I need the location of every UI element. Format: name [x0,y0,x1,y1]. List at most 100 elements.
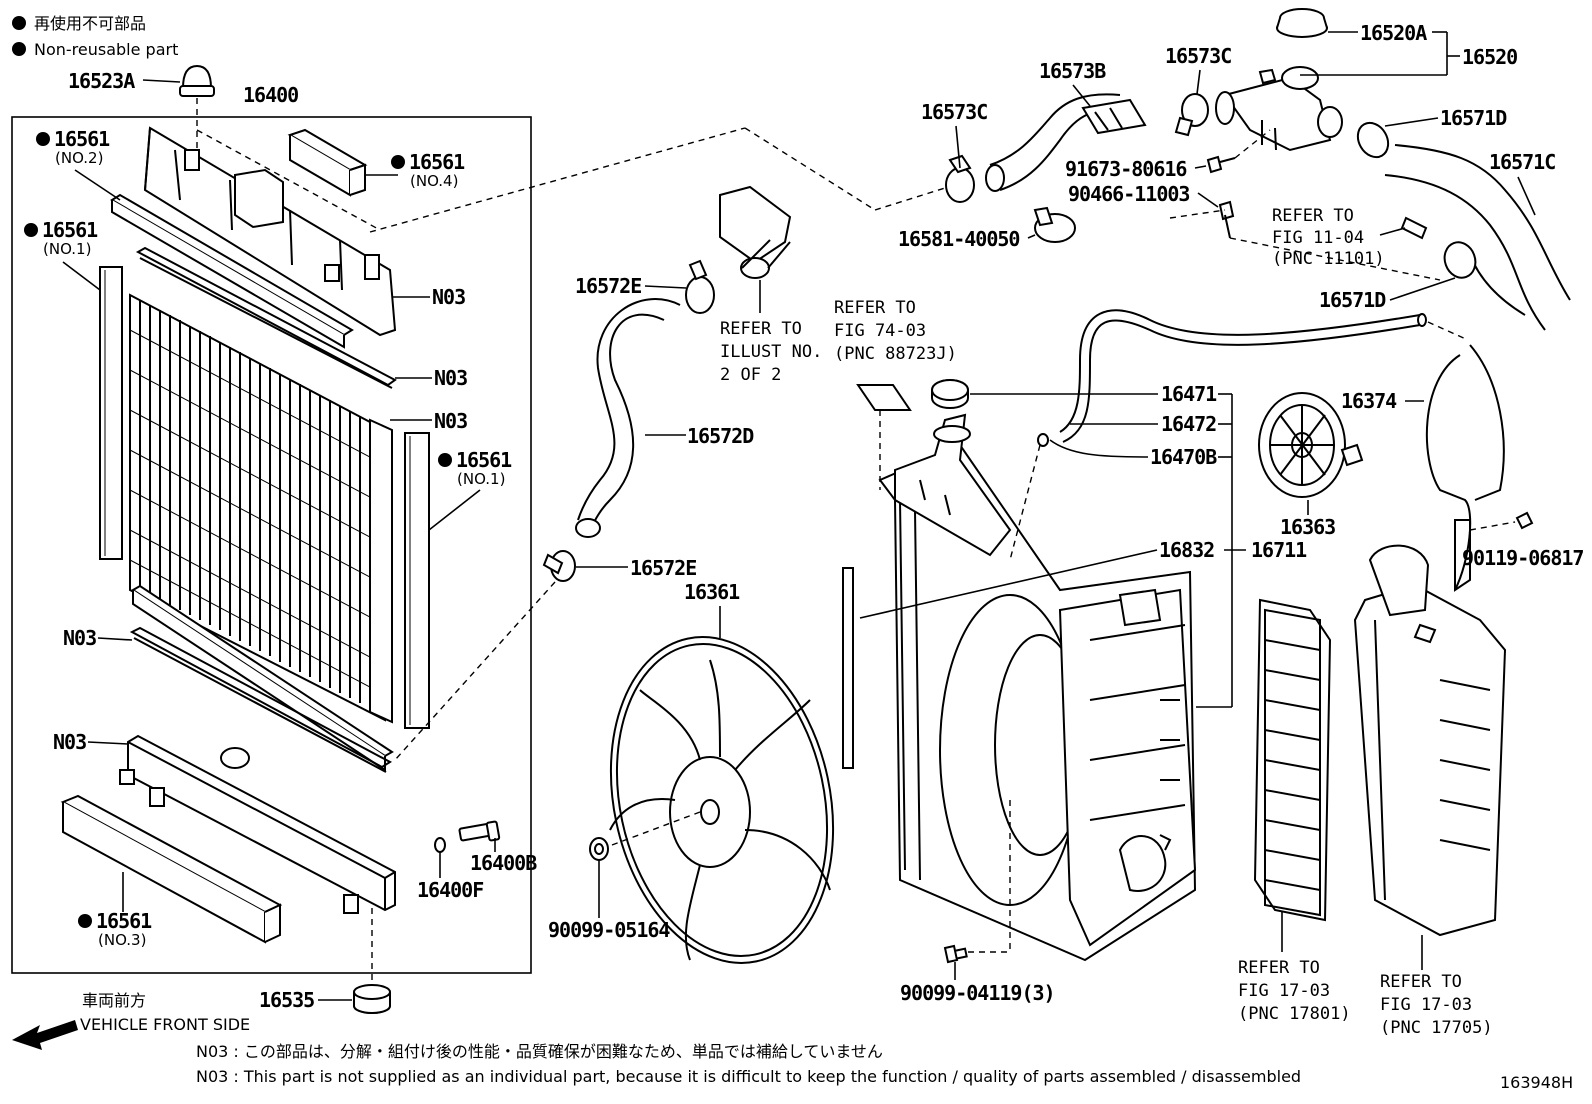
radiator-assembly-box [11,116,532,974]
seal-16561-no1-left [99,266,123,560]
label-16520: 16520 [1462,45,1517,69]
label-16573C-b: 16573C [1165,44,1231,68]
label-16472: 16472 [1161,412,1216,436]
label-16374: 16374 [1341,389,1397,413]
label-n03-c: N03 [434,409,467,433]
drain-cock-16400B [458,820,501,852]
seal-16561-no1-right [404,432,430,729]
label-16573C-a: 16573C [921,100,987,124]
air-cleaner-case [1353,544,1507,937]
fan-motor-16363 [1258,392,1364,498]
ref-11-3: (PNC 11101) [1272,249,1385,269]
clamp-16571D-lower [1443,241,1477,279]
label-16571D-b: 16571D [1319,288,1386,312]
ref-17a-1: REFER TO [1238,958,1320,978]
ref-17b-2: FIG 17-03 [1380,995,1472,1015]
reservoir-hose-16472 [1059,309,1427,443]
label-16561-no2: 16561 [54,127,110,151]
label-no2: (NO.2) [55,149,103,167]
label-16573B: 16573B [1039,59,1106,83]
label-16711: 16711 [1251,538,1307,562]
label-16361: 16361 [684,580,740,604]
front-arrow-icon [12,1020,78,1050]
vehicle-front-indicator: 車両前方 VEHICLE FRONT SIDE [12,991,250,1050]
label-no1a: (NO.1) [43,240,91,258]
clamp-16572E-upper [685,259,715,314]
bolt-90466-11003 [1218,200,1235,239]
gasket-n03-lower [129,626,392,773]
ref-illust-3: 2 OF 2 [720,365,781,385]
fan-16361 [609,636,835,964]
water-outlet-16520 [1215,66,1343,152]
label-90119: 90119-06817 [1462,546,1583,570]
fan-shroud-16711 [878,443,1197,962]
label-16571C: 16571C [1489,150,1555,174]
label-16470B: 16470B [1150,445,1217,469]
label-16832: 16832 [1159,538,1214,562]
bolt-91673-80616 [1206,155,1236,174]
label-n03-e: N03 [53,730,86,754]
label-16400F: 16400F [417,878,483,902]
radiator-lower-tank [119,734,396,914]
radiator-core [129,293,393,724]
nut-90099-05164 [589,837,609,861]
label-16581: 16581-40050 [898,227,1019,251]
water-inlet [719,185,792,279]
label-90099-05164: 90099-05164 [548,918,670,942]
label-16572E-a: 16572E [575,274,641,298]
ref-illust-2: ILLUST NO. [720,342,822,362]
label-no4: (NO.4) [410,172,458,190]
seal-16832 [842,567,854,769]
label-16363: 16363 [1280,515,1335,539]
legend-en: Non-reusable part [34,40,178,59]
label-16561-no4: 16561 [409,150,465,174]
note-en: N03 : This part is not supplied as an in… [196,1067,1301,1086]
label-16561-no1a: 16561 [42,218,98,242]
reservoir-cap-16471 [931,379,969,409]
label-16561-no3: 16561 [96,909,152,933]
ref-17b-1: REFER TO [1380,972,1462,992]
bolt-90119-06817 [1515,511,1534,530]
cushion-16535 [353,984,391,1014]
ref-74-3: (PNC 88723J) [834,344,957,364]
label-16471: 16471 [1161,382,1217,406]
clip-16581-40050 [1033,206,1076,243]
pipe-stub [1400,216,1428,240]
label-no1b: (NO.1) [457,470,505,488]
legend-jp: 再使用不可部品 [34,14,146,33]
radiator-cap-16520A [1276,8,1328,38]
label-90466: 90466-11003 [1068,182,1189,206]
ref-17a-2: FIG 17-03 [1238,981,1330,1001]
label-16400B: 16400B [470,851,537,875]
label-16535: 16535 [259,988,314,1012]
label-16572D: 16572D [687,424,754,448]
air-filter-element [1253,598,1332,922]
bracket-16374 [1425,344,1505,592]
label-no3: (NO.3) [98,931,146,949]
front-jp: 車両前方 [82,991,146,1010]
hose-16573B [985,93,1147,192]
note-jp: N03 : この部品は、分解・組付け後の性能・品質確保が困難なため、単品では補給… [196,1042,883,1061]
label-n03-a: N03 [432,285,465,309]
gasket-n03-upper [135,246,397,389]
ref-11-2: FIG 11-04 [1272,228,1364,248]
label-n03-d: N03 [63,626,96,650]
label-16572E-b: 16572E [630,556,696,580]
reservoir-16471-tank [894,413,1012,557]
ref-74-1: REFER TO [834,298,916,318]
ref-11-1: REFER TO [1272,206,1354,226]
label-16400: 16400 [243,83,298,107]
front-en: VEHICLE FRONT SIDE [80,1015,250,1034]
radiator-upper-tank [143,126,397,337]
seal-16561-no2 [110,193,354,349]
bolt-90099-04119 [943,944,968,964]
clamp-16571D-upper [1356,121,1390,159]
label-16520A: 16520A [1360,21,1427,45]
refer-label-plate [856,384,912,411]
ref-74-2: FIG 74-03 [834,321,926,341]
legend: 再使用不可部品 Non-reusable part [12,14,178,59]
ref-17a-3: (PNC 17801) [1238,1004,1351,1024]
label-16561-no1b: 16561 [456,448,512,472]
ref-illust-1: REFER TO [720,319,802,339]
